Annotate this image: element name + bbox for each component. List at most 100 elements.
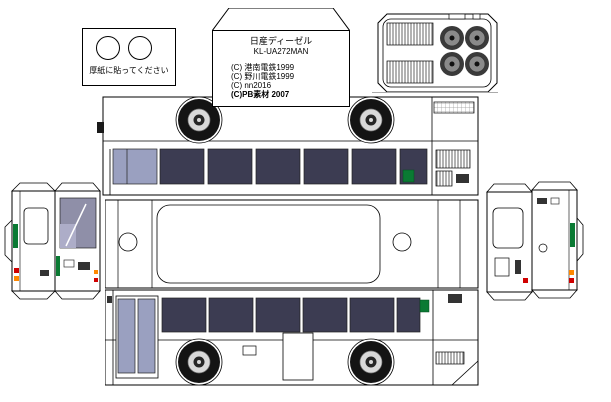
tail-light-red — [569, 278, 574, 283]
lamp — [550, 197, 560, 205]
side-window — [161, 297, 207, 333]
bus-side-bottom-piece — [105, 289, 479, 386]
ac-panel — [382, 18, 492, 88]
door-glass — [137, 298, 156, 374]
front-door — [115, 295, 159, 379]
title-piece-flap — [212, 8, 350, 31]
cut-line — [372, 92, 498, 93]
glue-tab — [4, 219, 13, 263]
punch-hole-circle — [128, 36, 152, 60]
wiper-line — [65, 203, 87, 247]
ac-louver — [386, 22, 434, 46]
license-plate — [40, 270, 49, 276]
turn-light-orange — [569, 270, 574, 275]
rear-door — [282, 332, 314, 381]
side-window — [302, 297, 348, 333]
ac-top-vent — [448, 13, 466, 20]
engine-grille — [435, 351, 465, 365]
window-band — [161, 297, 430, 333]
side-window — [208, 297, 254, 333]
marker-light-red — [94, 278, 98, 282]
glue-tab — [11, 182, 56, 192]
marker-strip-green — [570, 223, 575, 247]
side-window — [351, 148, 397, 185]
front-face-piece — [54, 182, 101, 300]
tail-light-red — [523, 278, 528, 283]
engine-grille — [435, 149, 471, 169]
front-wheel — [175, 338, 223, 386]
ac-top-vent — [472, 13, 481, 20]
emblem-circle — [538, 243, 548, 253]
door-glass — [117, 298, 136, 374]
turn-light-orange — [14, 276, 19, 281]
glue-tab — [531, 289, 578, 299]
side-window — [207, 148, 253, 185]
credit-line: (C) 港南電鉄1999 — [231, 63, 295, 72]
vent-slot — [515, 260, 521, 274]
glue-tab — [54, 182, 101, 192]
credits-block: (C) 港南電鉄1999 (C) 野川電鉄1999 (C) nn2016 (C)… — [213, 63, 349, 99]
front-wheel — [175, 96, 223, 144]
punch-hole-circle — [96, 36, 120, 60]
driver-window — [112, 148, 158, 185]
engine-vent-grid — [433, 101, 475, 114]
side-window — [159, 148, 205, 185]
right-end-caps — [486, 181, 584, 301]
outer-face-piece — [531, 181, 584, 299]
route-sign-green — [419, 299, 430, 313]
fuel-lid — [242, 345, 257, 356]
roof-vent-circle — [392, 232, 412, 252]
engine-grille — [435, 170, 453, 187]
bus-roof-strip-piece — [105, 199, 479, 289]
glue-tab — [531, 181, 578, 191]
license-plate — [78, 262, 90, 270]
title-piece: 日産ディーゼル KL-UA272MAN (C) 港南電鉄1999 (C) 野川電… — [212, 30, 350, 107]
rear-face-piece — [4, 182, 56, 300]
vent-slot — [537, 198, 547, 204]
rear-wheel — [347, 338, 395, 386]
marker-strip-green — [56, 256, 60, 276]
credit-line: (C) nn2016 — [231, 81, 272, 90]
side-window — [255, 297, 301, 333]
marker-light — [107, 296, 112, 303]
side-window — [396, 297, 421, 333]
bus-side-top-piece — [97, 96, 479, 196]
rear-hatch — [448, 294, 462, 303]
roof-outline — [105, 199, 479, 289]
rear-wheel — [347, 96, 395, 144]
marker-strip-green — [13, 224, 18, 248]
glue-tab — [576, 216, 584, 263]
roof-ac-unit-piece — [377, 13, 498, 93]
side-window — [255, 148, 301, 185]
rear-window — [23, 207, 49, 245]
model-name: 日産ディーゼル — [249, 36, 313, 46]
glue-tab — [486, 291, 533, 301]
model-code: KL-UA272MAN — [253, 47, 309, 56]
side-window — [303, 148, 349, 185]
headlight — [63, 259, 75, 268]
ac-fans — [440, 26, 489, 76]
side-window — [349, 297, 395, 333]
glue-tab — [486, 183, 533, 193]
instruction-note: 厚紙に貼ってください — [89, 66, 169, 75]
roof-panel — [156, 204, 381, 284]
engine-lid — [494, 257, 510, 277]
rear-hatch — [456, 174, 469, 183]
rear-chamfer-line — [451, 360, 479, 386]
glue-tab — [54, 290, 101, 300]
instruction-piece: 厚紙に貼ってください — [82, 28, 176, 86]
glue-tab — [11, 290, 56, 300]
roof-vent-circle — [118, 232, 138, 252]
ac-louver — [386, 60, 434, 84]
credit-line: (C)PB素材 2007 — [231, 90, 290, 99]
turn-light-orange — [94, 270, 98, 274]
route-sign-green — [402, 169, 415, 183]
mirror-mark — [97, 122, 104, 133]
windshield-lower — [60, 224, 76, 248]
rear-window — [492, 207, 524, 249]
glue-tab — [212, 8, 350, 31]
left-end-caps — [4, 182, 101, 300]
inner-face-piece — [486, 183, 533, 301]
window-band — [112, 148, 428, 185]
